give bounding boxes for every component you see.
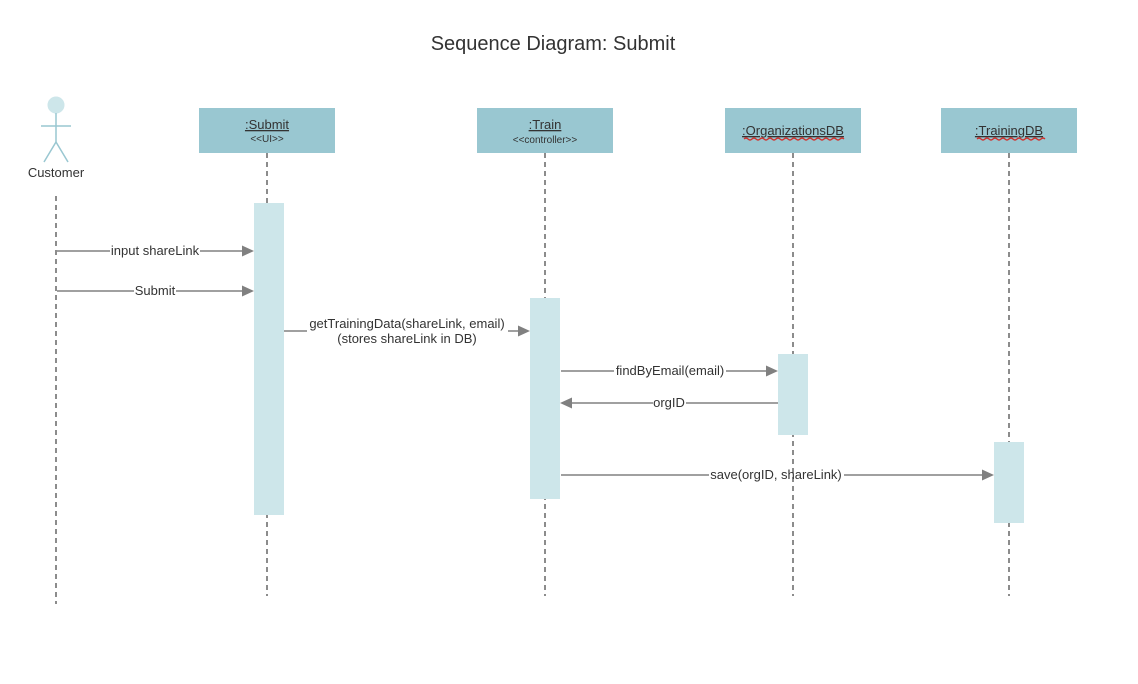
diagram-title: Sequence Diagram: Submit <box>431 33 676 55</box>
object-train[interactable]: :Train <<controller>> <box>477 108 613 153</box>
actor-customer[interactable]: Customer <box>28 96 85 180</box>
spellcheck-underline <box>976 137 1046 141</box>
message-get-training-data[interactable]: getTrainingData(shareLink, email) (store… <box>284 316 530 346</box>
message-label: findByEmail(email) <box>616 363 724 378</box>
message-label: input shareLink <box>111 243 200 258</box>
stick-figure-icon <box>41 96 71 163</box>
message-find-by-email[interactable]: findByEmail(email) <box>561 363 778 378</box>
arrowhead-icon <box>518 325 530 337</box>
object-name: :TrainingDB <box>975 123 1043 138</box>
actor-label: Customer <box>28 165 85 180</box>
activation-trainingdb <box>994 442 1024 523</box>
message-label: Submit <box>135 283 176 298</box>
message-label: orgID <box>653 395 685 410</box>
message-label: getTrainingData(shareLink, email) <box>309 316 504 331</box>
activation-train <box>530 298 560 499</box>
arrowhead-icon <box>242 245 254 257</box>
message-orgid-return[interactable]: orgID <box>560 395 778 410</box>
arrowhead-icon <box>242 285 254 297</box>
object-stereotype: <<controller>> <box>513 135 578 146</box>
object-name: :OrganizationsDB <box>742 123 844 138</box>
message-submit[interactable]: Submit <box>57 283 254 298</box>
object-name: :Submit <box>245 117 289 132</box>
message-input-sharelink[interactable]: input shareLink <box>57 243 254 258</box>
object-organizationsdb[interactable]: :OrganizationsDB <box>725 108 861 153</box>
object-submit[interactable]: :Submit <<UI>> <box>199 108 335 153</box>
object-trainingdb[interactable]: :TrainingDB <box>941 108 1077 153</box>
arrowhead-icon <box>982 469 994 481</box>
activation-organizationsdb <box>778 354 808 435</box>
arrowhead-icon <box>560 397 572 409</box>
activation-submit <box>254 203 284 515</box>
spellcheck-underline <box>743 137 845 141</box>
object-stereotype: <<UI>> <box>250 134 284 145</box>
object-name: :Train <box>529 117 562 132</box>
message-label: save(orgID, shareLink) <box>710 467 842 482</box>
arrowhead-icon <box>766 365 778 377</box>
message-save[interactable]: save(orgID, shareLink) <box>561 467 994 482</box>
message-note: (stores shareLink in DB) <box>337 331 476 346</box>
